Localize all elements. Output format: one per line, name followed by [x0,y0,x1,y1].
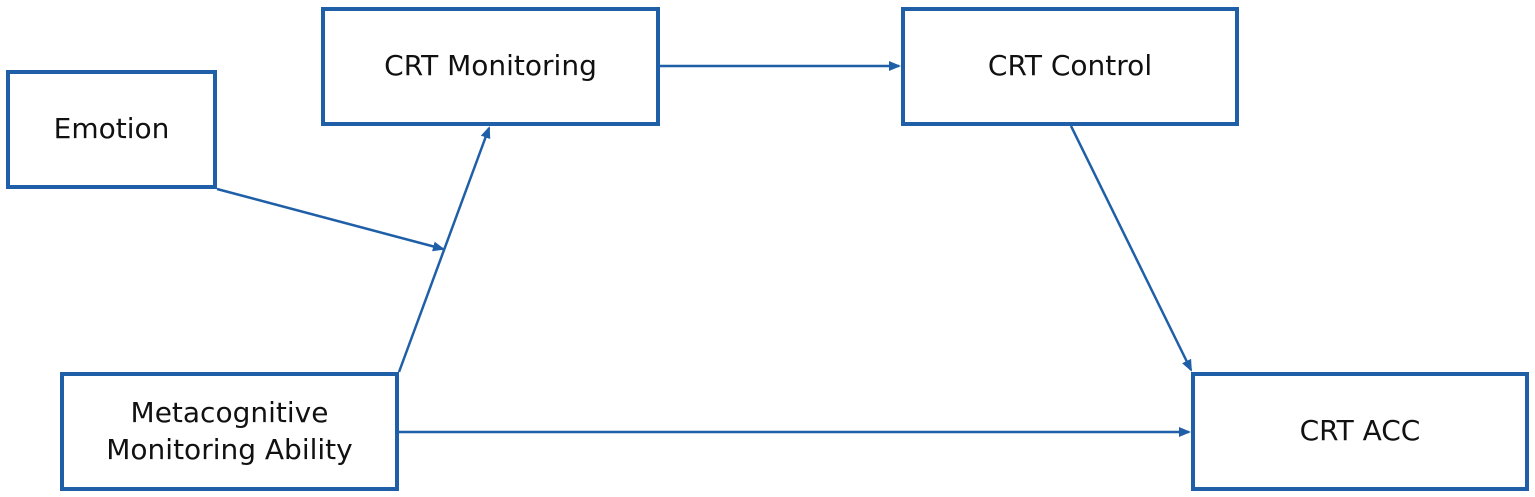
node-crt-acc-label: CRT ACC [1299,414,1421,448]
node-crt-monitoring: CRT Monitoring [321,7,660,126]
node-crt-acc: CRT ACC [1191,372,1529,491]
arrow-metacognitive-to-crt-monitoring [397,126,491,373]
node-metacognitive-monitoring-ability: Metacognitive Monitoring Ability [60,372,399,491]
node-emotion-label: Emotion [53,112,170,146]
node-crt-monitoring-label: CRT Monitoring [384,49,597,83]
arrow-emotion-to-moderation [216,187,445,252]
arrow-crt-control-to-crt-acc [1069,125,1193,372]
node-crt-control: CRT Control [901,7,1239,126]
node-emotion: Emotion [6,70,217,189]
node-crt-control-label: CRT Control [987,49,1153,83]
node-metacognitive-label: Metacognitive Monitoring Ability [106,396,353,466]
